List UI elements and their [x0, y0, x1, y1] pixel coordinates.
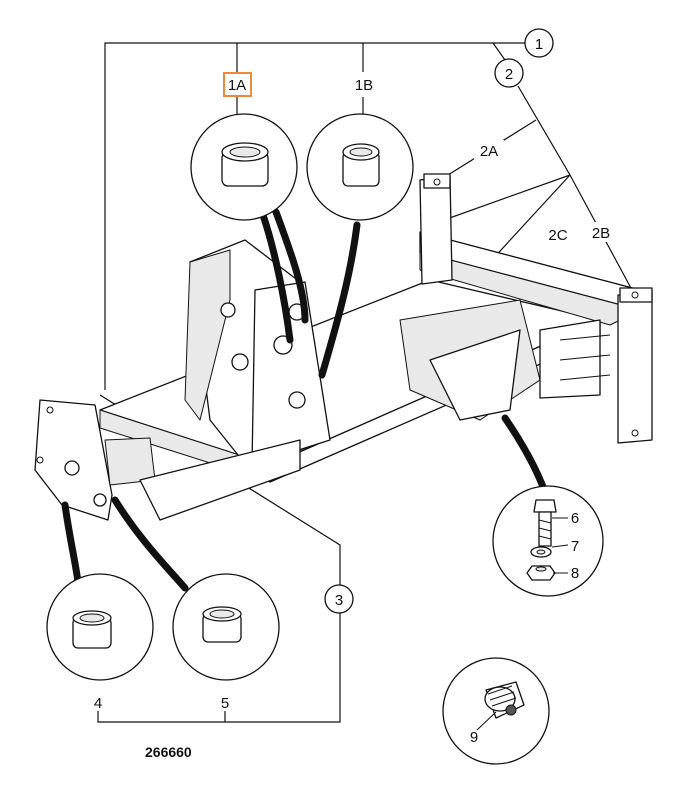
callout-4: 4	[88, 691, 108, 712]
detail-bushing-4	[46, 573, 154, 681]
detail-bushing-1B	[306, 113, 414, 221]
callout-7: 7	[571, 538, 579, 555]
callout-2B-label: 2B	[592, 225, 610, 242]
callout-1B-label: 1B	[355, 77, 373, 94]
callout-8-label: 8	[571, 565, 579, 582]
callout-6-label: 6	[571, 510, 579, 527]
callout-3: 3	[324, 584, 354, 614]
callout-2A-label: 2A	[480, 143, 498, 160]
detail-plug-9	[442, 657, 550, 765]
callout-2: 2	[494, 58, 524, 88]
detail-bushing-5	[172, 573, 280, 681]
callout-5: 5	[215, 691, 235, 712]
callout-6: 6	[571, 510, 579, 527]
detail-fasteners	[492, 485, 604, 597]
callout-9: 9	[470, 729, 478, 746]
callout-3-label: 3	[335, 592, 343, 609]
callout-1A: 1A	[223, 72, 252, 97]
callout-1-label: 1	[535, 36, 543, 53]
loader-frame	[34, 173, 653, 521]
figure-number: 266660	[145, 744, 192, 760]
callout-1B: 1B	[350, 73, 377, 96]
callout-2B: 2B	[586, 222, 616, 242]
callout-9-label: 9	[470, 729, 478, 746]
callout-1: 1	[524, 28, 554, 58]
part-leader-bands	[61, 208, 549, 592]
callout-1A-label: 1A	[228, 77, 246, 94]
callout-2C: 2C	[543, 224, 573, 244]
callout-2-label: 2	[505, 66, 513, 83]
callout-2A: 2A	[474, 140, 504, 160]
detail-bushing-1A	[190, 113, 298, 221]
callout-4-label: 4	[94, 695, 102, 712]
callout-7-label: 7	[571, 538, 579, 555]
callout-2C-label: 2C	[548, 227, 567, 244]
callout-5-label: 5	[221, 695, 229, 712]
callout-8: 8	[571, 565, 579, 582]
